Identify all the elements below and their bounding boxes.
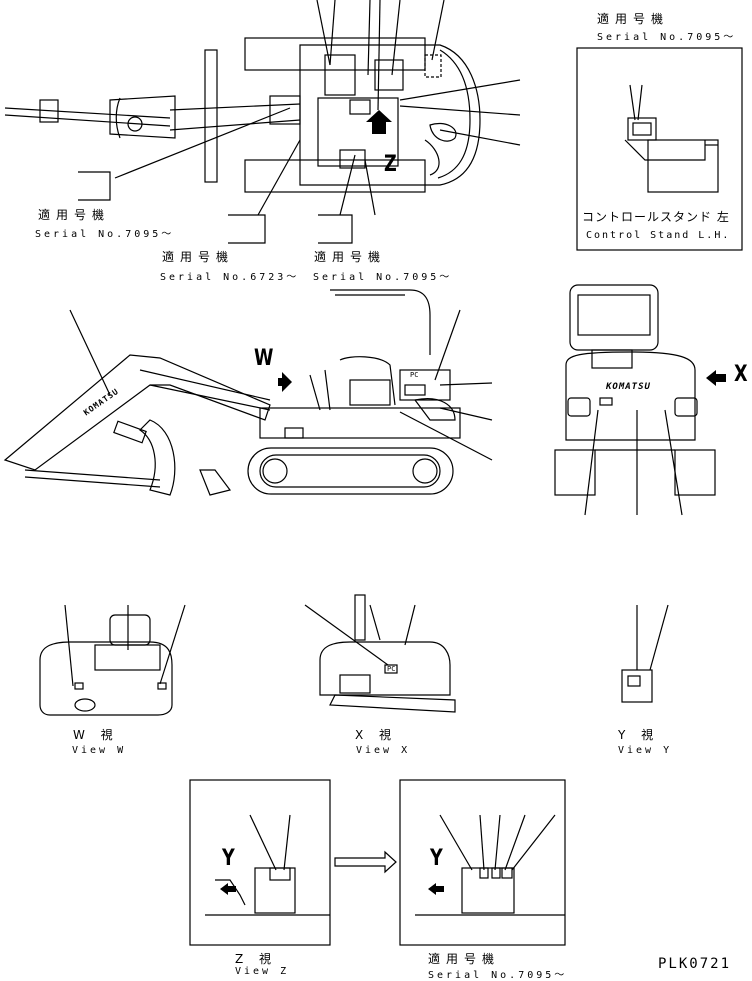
view-y-jp: Y 視 <box>618 728 660 742</box>
control-stand-en: Control Stand L.H. <box>586 230 731 241</box>
view-z-en: View Z <box>235 966 290 977</box>
serial-mid-a-jp: 適用号機 <box>162 250 235 264</box>
view-w-diagram <box>39 604 186 716</box>
side-view <box>3 289 493 496</box>
transition-arrow <box>334 850 397 874</box>
control-stand-detail <box>576 47 743 251</box>
serial-mid-b-en: Serial No.7095〜 <box>313 272 453 283</box>
view-z-diagram-new <box>399 779 566 946</box>
serial-top-right-en: Serial No.7095〜 <box>597 32 737 43</box>
serial-bottom-right-en: Serial No.7095〜 <box>428 970 568 981</box>
pc-decal-view-x: PC <box>387 665 396 673</box>
view-marker-y-new: Y <box>430 846 443 871</box>
view-marker-z: Z <box>384 152 397 177</box>
top-plan-view <box>4 0 521 244</box>
serial-left-a-en: Serial No.7095〜 <box>35 229 175 240</box>
brand-decal: KOMATSU <box>606 382 651 392</box>
control-stand-jp: コントロールスタンド 左 <box>582 210 730 224</box>
serial-top-right-jp: 適用号機 <box>597 12 670 26</box>
view-w-en: View W <box>72 745 127 756</box>
view-y-diagram <box>621 604 669 703</box>
view-x-diagram <box>304 594 456 713</box>
view-x-en: View X <box>356 745 411 756</box>
view-marker-w: W <box>254 346 274 371</box>
view-z-jp: Z 視 <box>235 952 278 966</box>
view-x-jp: X 視 <box>355 728 398 742</box>
serial-mid-b-jp: 適用号機 <box>314 250 387 264</box>
view-marker-x: X <box>734 362 748 387</box>
serial-bottom-right-jp: 適用号機 <box>428 952 501 966</box>
view-w-jp: W 視 <box>73 728 119 742</box>
drawing-code: PLK0721 <box>658 956 732 972</box>
serial-mid-a-en: Serial No.6723〜 <box>160 272 300 283</box>
pc-decal-side: PC <box>410 371 419 379</box>
rear-view <box>554 284 726 516</box>
serial-left-a-jp: 適用号機 <box>38 208 111 222</box>
view-y-en: View Y <box>618 745 673 756</box>
view-marker-y: Y <box>222 846 235 871</box>
view-z-diagram-old <box>189 779 331 946</box>
